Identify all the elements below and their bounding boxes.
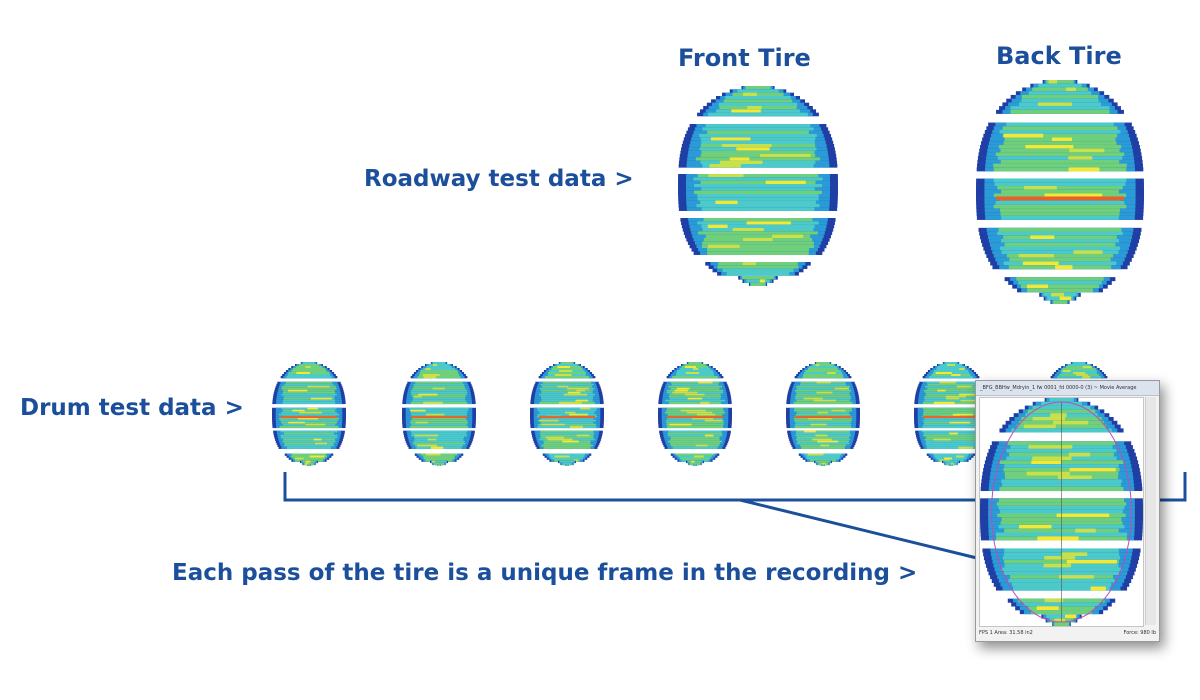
- drum-frame-footprint: [530, 362, 604, 466]
- drum-frame-footprint: [914, 362, 988, 466]
- roadway-test-label: Roadway test data >: [364, 166, 634, 192]
- front-tire-label: Front Tire: [678, 44, 811, 72]
- drum-frame-footprint: [786, 362, 860, 466]
- viewer-canvas[interactable]: [979, 397, 1144, 627]
- drum-frame-footprint: [658, 362, 732, 466]
- viewer-footprint: [980, 398, 1143, 626]
- drum-test-label: Drum test data >: [20, 395, 244, 421]
- back-tire-label: Back Tire: [996, 42, 1122, 70]
- viewer-scrollbar[interactable]: [1145, 397, 1156, 625]
- viewer-status-bar: FPS 1 Area: 31.58 in2 Force: 980 lb: [979, 627, 1156, 639]
- back-tire-footprint: [976, 80, 1144, 304]
- viewer-status-force: Force: 980 lb: [1123, 630, 1157, 636]
- front-tire-footprint: [678, 86, 838, 286]
- drum-frame-footprint: [402, 362, 476, 466]
- viewer-status-area: FPS 1 Area: 31.58 in2: [979, 630, 1033, 636]
- pass-frame-label: Each pass of the tire is a unique frame …: [172, 560, 918, 586]
- viewer-title-bar[interactable]: _BFG_BBHw_Mdryin_1 fw 0001_fd 0000-0 (3)…: [976, 381, 1159, 396]
- drum-frame-footprint: [272, 362, 346, 466]
- recording-viewer-window[interactable]: _BFG_BBHw_Mdryin_1 fw 0001_fd 0000-0 (3)…: [975, 380, 1160, 642]
